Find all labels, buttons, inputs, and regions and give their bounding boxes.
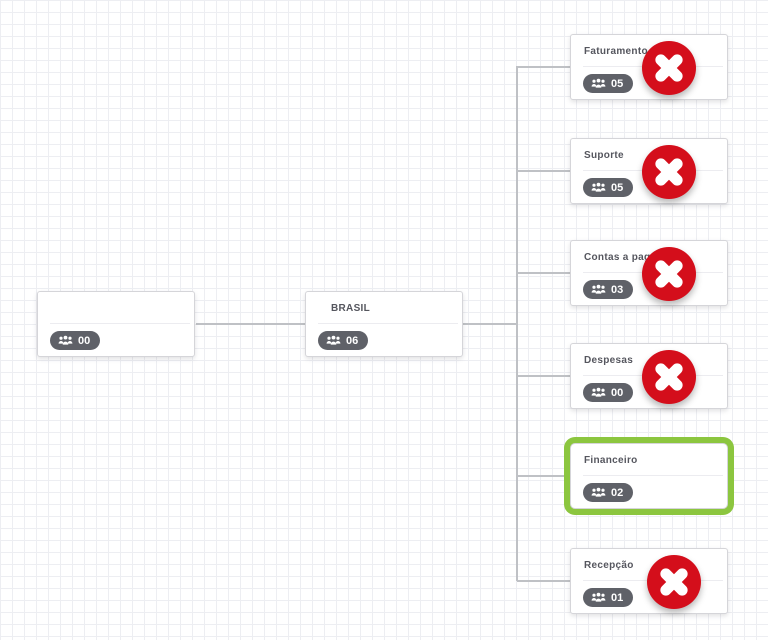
connector-stub-recepcao (517, 580, 570, 582)
members-count-badge: 01 (583, 588, 634, 607)
node-title: Faturamento (584, 46, 648, 57)
members-count: 00 (611, 386, 624, 399)
users-icon (591, 387, 606, 398)
node-title: Despesas (584, 355, 634, 366)
users-icon (591, 284, 606, 295)
node-despesas[interactable]: Despesas 00 (570, 343, 728, 409)
connector-trunk (516, 66, 518, 581)
remove-node-button[interactable] (642, 41, 696, 95)
users-icon (591, 78, 606, 89)
members-count: 01 (611, 591, 624, 604)
remove-node-button[interactable] (642, 145, 696, 199)
connector-stub-financeiro (517, 475, 564, 477)
connector-stub-contas-a-pagar (517, 272, 570, 274)
connector-brasil-to-trunk (463, 323, 517, 325)
members-count: 06 (346, 334, 359, 347)
remove-node-button[interactable] (642, 247, 696, 301)
members-count-badge: 03 (583, 280, 634, 299)
node-faturamento[interactable]: Faturamento 05 (570, 34, 728, 100)
connector-stub-despesas (517, 375, 570, 377)
connector-stub-faturamento (517, 66, 570, 68)
members-count: 05 (611, 181, 624, 194)
members-count-badge: 05 (583, 74, 634, 93)
members-count-badge: 06 (318, 331, 369, 350)
members-count: 02 (611, 486, 624, 499)
node-contas-a-pagar[interactable]: Contas a pagar 03 (570, 240, 728, 306)
node-brasil[interactable]: BRASIL 06 (305, 291, 463, 357)
node-title: Recepção (584, 560, 634, 571)
connector-root-to-brasil (196, 323, 305, 325)
users-icon (591, 487, 606, 498)
node-title: Financeiro (584, 455, 638, 466)
node-title: BRASIL (331, 303, 371, 314)
node-divider (318, 323, 458, 324)
node-recepcao[interactable]: Recepção 01 (570, 548, 728, 614)
users-icon (326, 335, 341, 346)
connector-stub-suporte (517, 170, 570, 172)
remove-node-button[interactable] (647, 555, 701, 609)
node-title: Contas a pagar (584, 252, 661, 263)
members-count-badge: 02 (583, 483, 634, 502)
node-divider (583, 475, 723, 476)
node-suporte[interactable]: Suporte 05 (570, 138, 728, 204)
members-count: 00 (78, 334, 91, 347)
members-count-badge: 00 (50, 331, 101, 350)
members-count-badge: 00 (583, 383, 634, 402)
users-icon (591, 182, 606, 193)
members-count: 05 (611, 77, 624, 90)
members-count-badge: 05 (583, 178, 634, 197)
node-financeiro[interactable]: Financeiro 02 (570, 443, 728, 509)
users-icon (591, 592, 606, 603)
node-root[interactable]: 00 (37, 291, 195, 357)
members-count: 03 (611, 283, 624, 296)
node-title: Suporte (584, 150, 624, 161)
users-icon (58, 335, 73, 346)
node-divider (50, 323, 190, 324)
remove-node-button[interactable] (642, 350, 696, 404)
